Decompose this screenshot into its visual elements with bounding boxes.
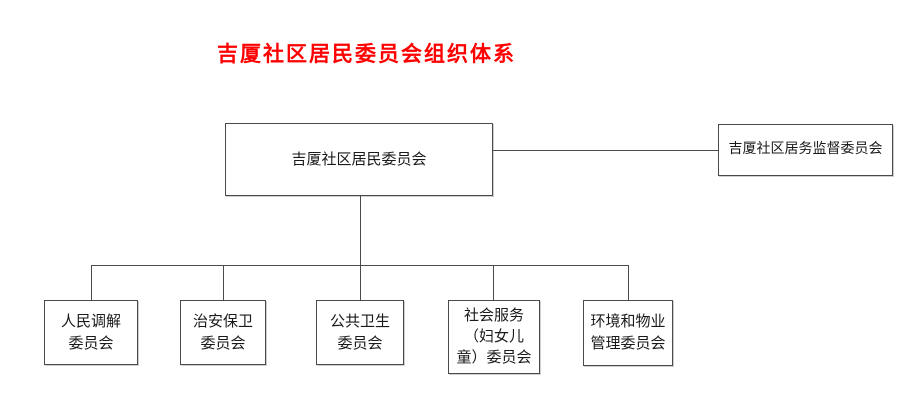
chart-title: 吉厦社区居民委员会组织体系 xyxy=(217,42,516,66)
org-box-social-services-committee: 社会服务 （妇女儿 童）委员会 xyxy=(448,300,540,374)
connector-drop-social xyxy=(493,265,494,300)
org-box-environment-property-committee: 环境和物业 管理委员会 xyxy=(583,300,673,366)
connector-root-drop xyxy=(360,196,361,265)
org-box-supervisory-committee: 吉厦社区居务监督委员会 xyxy=(718,124,893,176)
connector-root-to-supervisor xyxy=(493,150,718,151)
connector-drop-mediation xyxy=(91,265,92,300)
connector-drop-security xyxy=(223,265,224,300)
org-box-root-committee: 吉厦社区居民委员会 xyxy=(225,123,493,196)
connector-drop-environment xyxy=(628,265,629,300)
org-box-public-health-committee: 公共卫生 委员会 xyxy=(316,300,404,365)
org-box-people-mediation-committee: 人民调解 委员会 xyxy=(44,300,138,365)
org-box-public-security-committee: 治安保卫 委员会 xyxy=(180,300,266,365)
connector-drop-health xyxy=(360,265,361,300)
